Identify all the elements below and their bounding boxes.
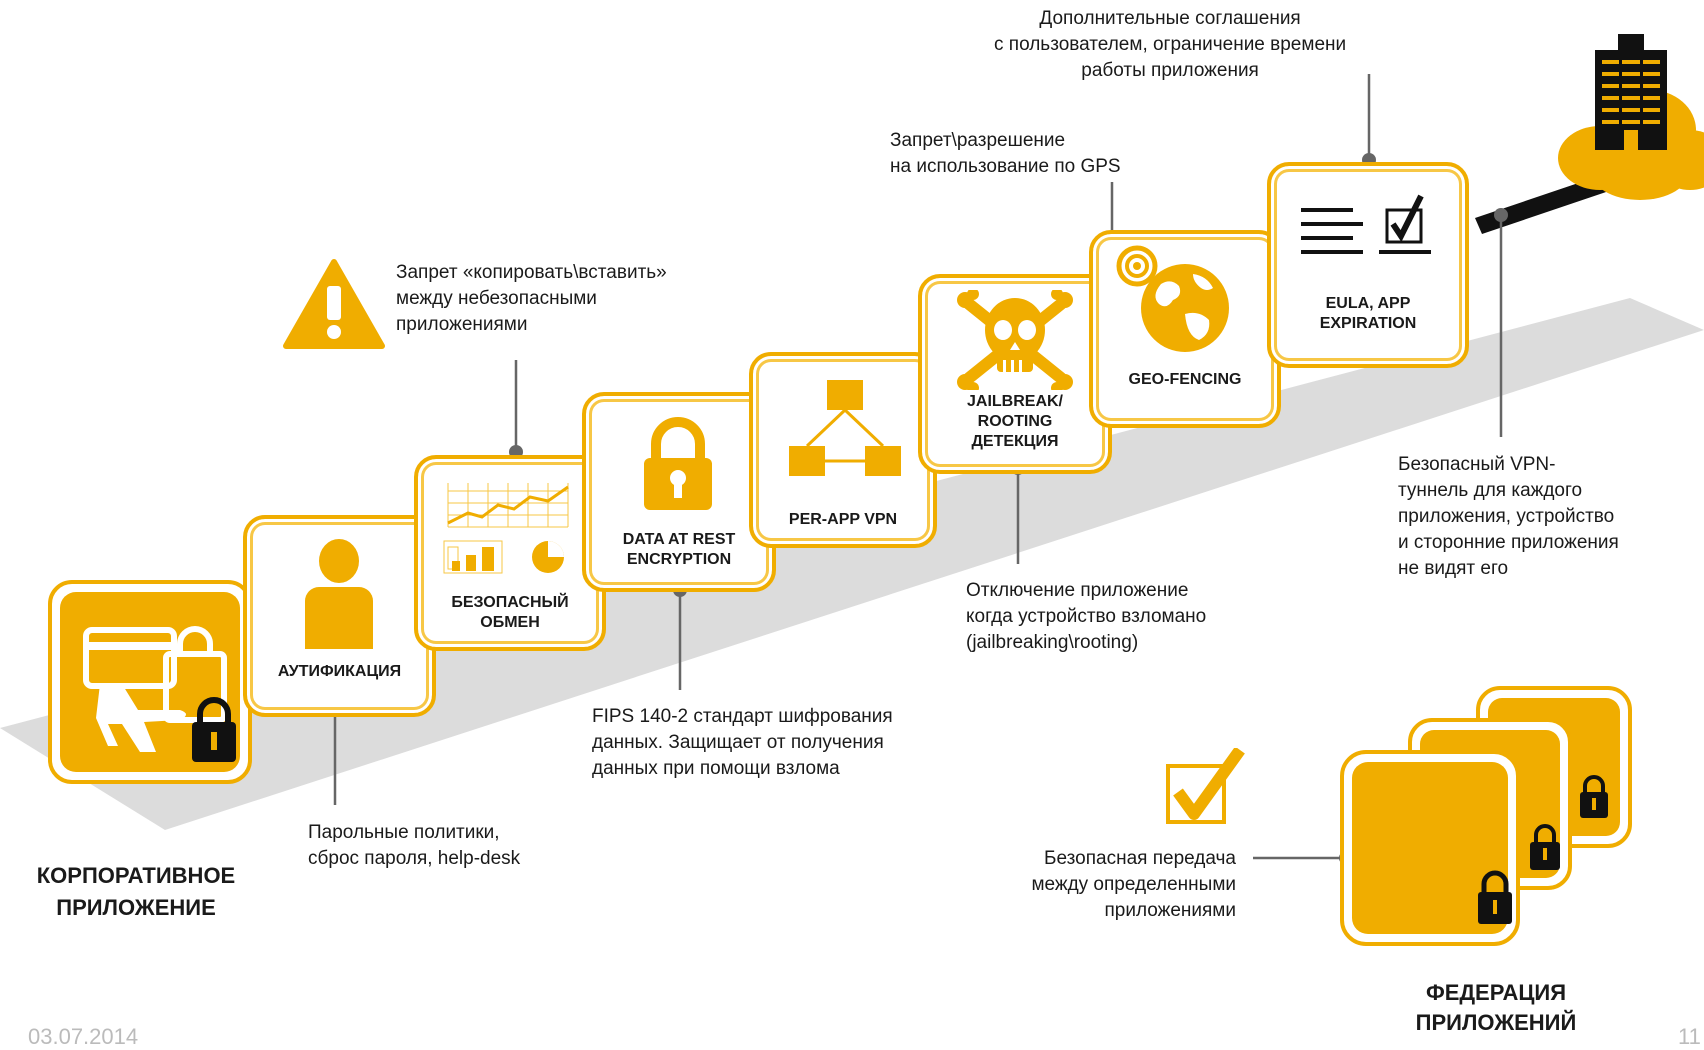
federation-tile-front	[1340, 750, 1520, 946]
warning-icon	[283, 259, 385, 349]
annotation-jailbreak: Отключение приложение когда устройство в…	[966, 580, 1207, 653]
step-label: JAILBREAK/ ROOTING ДЕТЕКЦИЯ	[966, 393, 1063, 450]
step-per-app-vpn: PER-APP VPN	[749, 352, 937, 548]
step-label: GEO-FENCING	[1128, 371, 1242, 388]
step-secure-exchange: БЕЗОПАСНЫЙ ОБМЕН	[414, 455, 606, 651]
step-data-encryption: DATA AT REST ENCRYPTION	[582, 392, 776, 592]
step-label: АУТИФИКАЦИЯ	[277, 663, 402, 680]
step-authentication: АУТИФИКАЦИЯ	[243, 515, 436, 717]
annotation-encryption: FIPS 140-2 стандарт шифрования данных. З…	[592, 706, 893, 779]
footer-page-number: 11	[1678, 1024, 1701, 1049]
federation-label: ФЕДЕРАЦИЯ ПРИЛОЖЕНИЙ	[1415, 980, 1577, 1035]
building-icon	[1595, 34, 1667, 150]
step-label: БЕЗОПАСНЫЙ ОБМЕН	[451, 594, 569, 631]
annotation-vpn: Безопасный VPN- туннель для каждого прил…	[1398, 454, 1619, 579]
document-checkbox-icon	[1301, 194, 1431, 254]
skull-crossbones-icon	[957, 290, 1073, 390]
step-label: DATA AT REST ENCRYPTION	[622, 531, 736, 568]
corporate-app-icon	[60, 592, 240, 772]
step-label: EULA, APP EXPIRATION	[1319, 295, 1417, 332]
person-icon	[305, 539, 373, 649]
globe-target-icon	[1116, 245, 1229, 352]
corporate-app-tile	[48, 580, 252, 784]
checkmark-icon	[1166, 748, 1245, 824]
annotation-eula: Дополнительные соглашения с пользователе…	[994, 8, 1347, 81]
annotation-exchange: Запрет «копировать\вставить» между небез…	[396, 262, 667, 335]
network-icon	[789, 380, 901, 476]
footer-date: 03.07.2014	[28, 1024, 139, 1049]
step-label: PER-APP VPN	[788, 511, 898, 528]
step-eula-expiration: EULA, APP EXPIRATION	[1267, 162, 1469, 368]
federation-tiles	[1340, 686, 1632, 946]
annotation-federation: Безопасная передача между определенными …	[1031, 848, 1236, 921]
step-geo-fencing: GEO-FENCING	[1089, 230, 1281, 428]
step-jailbreak-detection: JAILBREAK/ ROOTING ДЕТЕКЦИЯ	[918, 274, 1112, 474]
annotation-geo: Запрет\разрешение на использование по GP…	[890, 130, 1121, 177]
charts-icon	[443, 483, 569, 574]
padlock-icon	[644, 417, 712, 510]
corporate-app-label: КОРПОРАТИВНОЕ ПРИЛОЖЕНИЕ	[36, 863, 236, 920]
annotation-auth: Парольные политики, сброс пароля, help-d…	[308, 822, 521, 869]
